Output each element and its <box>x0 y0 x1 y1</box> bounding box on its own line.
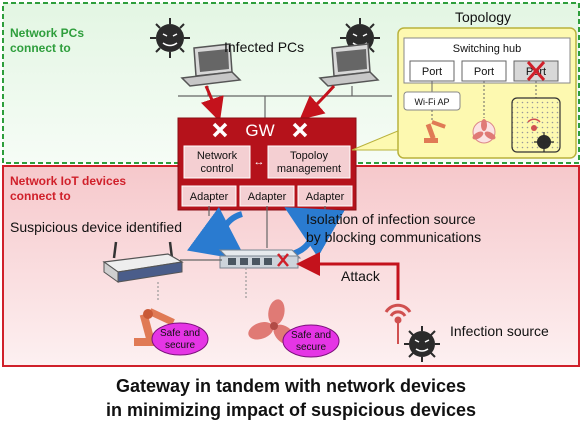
infection-source-label: Infection source <box>450 323 549 339</box>
gateway-title: GW <box>245 121 274 140</box>
isolation-label-1: Isolation of infection source <box>306 211 476 227</box>
caption-line-1: Gateway in tandem with network devices <box>116 376 466 396</box>
network-switch <box>218 249 302 269</box>
safe-badge: Safe and secure <box>282 324 340 358</box>
virus-icon <box>534 132 554 152</box>
block-x-icon <box>292 122 308 138</box>
laptop-icon <box>180 43 242 87</box>
robot-arm-icon <box>424 120 446 143</box>
topology-management-label-2: management <box>277 163 341 175</box>
robot-arm-icon <box>134 308 175 346</box>
pc-attack-arrow <box>299 85 336 120</box>
fan-icon <box>472 119 496 144</box>
iot-zone-label-1: Network IoT devices <box>10 174 126 188</box>
pc-attack-arrow <box>200 85 224 122</box>
safe-badge-label-1: Safe and <box>160 328 200 339</box>
caption-line-2: in minimizing impact of suspicious devic… <box>106 400 476 420</box>
wifi-ap-label: Wi-Fi AP <box>415 97 450 107</box>
wifi-router-icon <box>102 241 222 283</box>
topology-title: Topology <box>455 9 511 25</box>
suspicious-device-label: Suspicious device identified <box>10 219 182 235</box>
infected-pcs-label: Infected PCs <box>224 39 304 55</box>
safe-badge-label-1: Safe and <box>291 330 331 341</box>
sensor-icon <box>384 303 412 344</box>
pc-zone-label-2: connect to <box>10 41 71 55</box>
isolation-arrow <box>284 207 345 258</box>
switching-hub-label: Switching hub <box>453 43 522 55</box>
pc-zone-label-1: Network PCs <box>10 26 84 40</box>
attack-arrow <box>296 252 400 300</box>
isolation-arrow <box>187 206 247 261</box>
iot-zone-label-2: connect to <box>10 189 71 203</box>
adapter-label: Adapter <box>306 191 345 203</box>
network-control-label-2: control <box>200 163 233 175</box>
port-label: Port <box>422 66 442 78</box>
topology-management-label-1: Topoloy <box>290 150 328 162</box>
gateway: GW Network control ↔ Topoloy management … <box>177 117 357 211</box>
safe-badge: Safe and secure <box>151 322 209 356</box>
port-label: Port <box>474 66 494 78</box>
network-control-label-1: Network <box>197 150 238 162</box>
virus-icon <box>150 18 190 58</box>
safe-badge-label-2: secure <box>165 340 195 351</box>
block-x-icon <box>212 122 228 138</box>
safe-badge-label-2: secure <box>296 342 326 353</box>
adapter-label: Adapter <box>248 191 287 203</box>
virus-icon <box>404 326 440 362</box>
attack-label: Attack <box>341 268 381 284</box>
adapter-label: Adapter <box>190 191 229 203</box>
topology-panel: Topology Switching hub Port Port Port Wi… <box>397 9 577 159</box>
laptop-icon <box>318 43 380 87</box>
isolation-label-2: by blocking communications <box>306 229 481 245</box>
bidirectional-arrow-icon: ↔ <box>254 156 265 168</box>
blocked-port-x-icon <box>526 61 546 81</box>
sensor-icon <box>527 118 541 131</box>
blocked-port-x-icon <box>277 253 289 267</box>
